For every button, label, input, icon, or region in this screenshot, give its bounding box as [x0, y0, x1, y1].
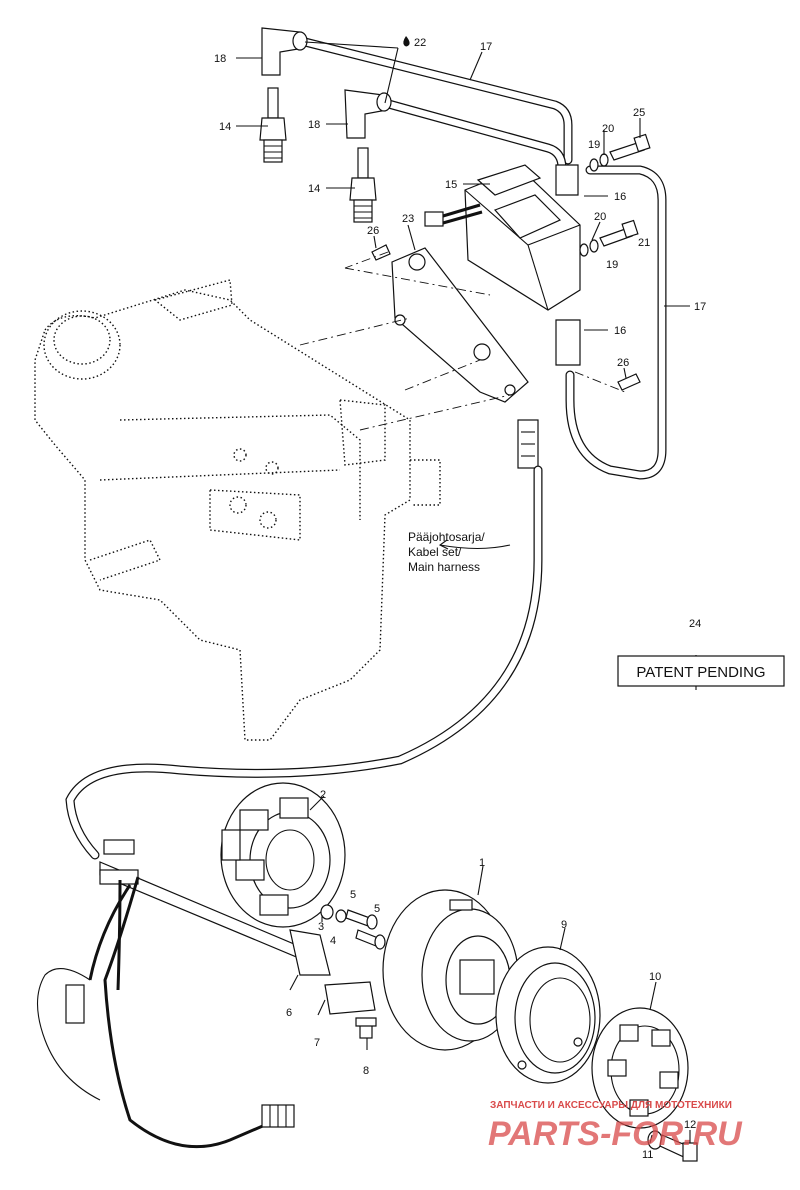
starter-cup — [591, 1007, 689, 1129]
callout-15: 15 — [445, 179, 457, 191]
callout-17: 17 — [694, 301, 706, 313]
callout-14: 14 — [219, 121, 231, 133]
watermark-brand: PARTS-FOR.RU — [488, 1115, 743, 1153]
callout-16: 16 — [614, 325, 626, 337]
callout-5: 5 — [350, 889, 356, 901]
callout-4: 4 — [330, 935, 336, 947]
patent-pending-label: PATENT PENDING — [636, 664, 765, 681]
spark-plug — [259, 87, 377, 223]
ring-gear — [495, 946, 601, 1084]
harness-note-line1: Pääjohtosarja/ — [408, 530, 485, 544]
callout-18: 18 — [214, 53, 226, 65]
callout-16: 16 — [614, 191, 626, 203]
callout-10: 10 — [649, 971, 661, 983]
flywheel — [382, 889, 519, 1051]
leader-lines — [236, 41, 697, 1144]
callout-14: 14 — [308, 183, 320, 195]
callout-20: 20 — [602, 123, 614, 135]
high-tension-lead — [300, 37, 667, 480]
stator — [220, 782, 346, 928]
callout-26: 26 — [617, 357, 629, 369]
patent-pending-box: PATENT PENDING — [617, 655, 785, 687]
watermark-tagline: ЗАПЧАСТИ И АКСЕССУАРЫ ДЛЯ МОТОТЕХНИКИ — [490, 1100, 732, 1111]
coil-bracket — [391, 247, 529, 403]
harness-note-line3: Main harness — [408, 560, 480, 574]
screw-hardware — [371, 133, 651, 391]
stator-screws — [320, 904, 386, 950]
callout-19: 19 — [588, 139, 600, 151]
callout-19: 19 — [606, 259, 618, 271]
callout-25: 25 — [633, 107, 645, 119]
callout-labels: 18 14 18 14 22 17 15 16 16 17 19 19 20 2… — [214, 37, 706, 1161]
callout-26: 26 — [367, 225, 379, 237]
callout-7: 7 — [314, 1037, 320, 1049]
flywheel-bolt — [647, 1130, 698, 1162]
callout-23: 23 — [402, 213, 414, 225]
callout-3: 3 — [318, 921, 324, 933]
wire-loom — [37, 839, 377, 1149]
lubricant-drop-icon — [403, 36, 410, 47]
callout-5: 5 — [374, 903, 380, 915]
callout-1: 1 — [479, 857, 485, 869]
callout-17: 17 — [480, 41, 492, 53]
main-harness — [65, 419, 543, 860]
oil-tank-phantom — [34, 279, 441, 741]
callout-24: 24 — [689, 618, 701, 630]
harness-note-line2: Kabel set/ — [408, 545, 462, 559]
callout-22: 22 — [414, 37, 426, 49]
callout-21: 21 — [638, 237, 650, 249]
callout-20: 20 — [594, 211, 606, 223]
ignition-coil — [424, 164, 581, 366]
callout-12: 12 — [684, 1119, 696, 1131]
main-harness-note: Pääjohtosarja/ Kabel set/ Main harness — [408, 530, 485, 574]
callout-8: 8 — [363, 1065, 369, 1077]
spark-plug-cap — [261, 27, 392, 139]
callout-2: 2 — [320, 789, 326, 801]
callout-18: 18 — [308, 119, 320, 131]
callout-6: 6 — [286, 1007, 292, 1019]
callout-9: 9 — [561, 919, 567, 931]
watermark: ЗАПЧАСТИ И АКСЕССУАРЫ ДЛЯ МОТОТЕХНИКИ PA… — [488, 1100, 743, 1153]
callout-11: 11 — [642, 1149, 653, 1161]
